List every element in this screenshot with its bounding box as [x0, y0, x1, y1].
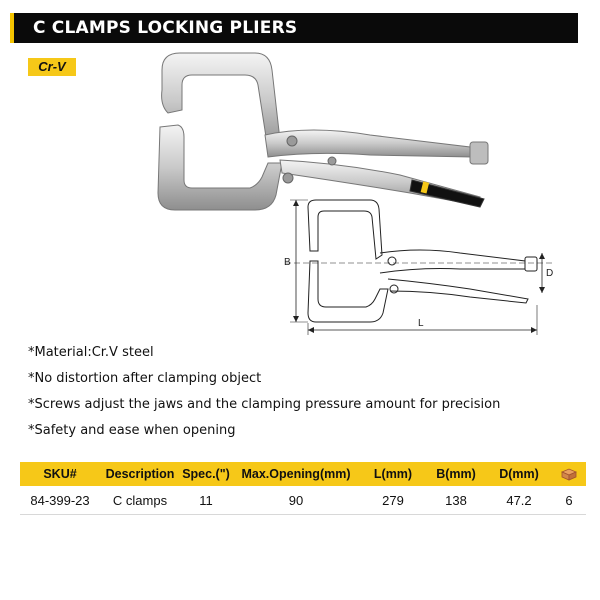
cell-description: C clamps — [112, 492, 168, 508]
label-b: B — [284, 257, 291, 268]
table-header-row: SKU# Description Spec.(") Max.Opening(mm… — [20, 462, 586, 486]
header-b: B(mm) — [436, 467, 476, 481]
cell-sku: 84-399-23 — [30, 492, 90, 508]
adjust-screw — [469, 141, 489, 165]
label-d: D — [546, 268, 553, 279]
rivet — [327, 156, 337, 166]
title-bar: C CLAMPS LOCKING PLIERS — [10, 13, 578, 43]
cell-spec: 11 — [199, 492, 213, 508]
feature-item: *No distortion after clamping object — [28, 371, 262, 386]
material-badge: Cr-V — [28, 58, 76, 76]
lever-stripe — [420, 181, 430, 194]
label-l: L — [418, 318, 424, 329]
header-l: L(mm) — [373, 467, 413, 481]
cell-b: 138 — [445, 492, 467, 508]
header-spec: Spec.(") — [182, 467, 230, 481]
header-pack — [552, 467, 586, 482]
header-description: Description — [105, 467, 175, 481]
c-frame-lower — [157, 124, 283, 211]
header-max-opening: Max.Opening(mm) — [241, 467, 351, 481]
feature-item: *Safety and ease when opening — [28, 423, 236, 438]
product-photo — [157, 52, 489, 211]
cell-l: 279 — [382, 492, 404, 508]
page-title: C CLAMPS LOCKING PLIERS — [33, 18, 298, 38]
pack-icon — [561, 468, 577, 481]
header-sku: SKU# — [43, 467, 77, 481]
rivet — [282, 172, 294, 184]
spec-table: SKU# Description Spec.(") Max.Opening(mm… — [20, 462, 586, 515]
header-d: D(mm) — [499, 467, 539, 481]
feature-item: *Screws adjust the jaws and the clamping… — [28, 397, 501, 412]
cell-max-opening: 90 — [288, 492, 304, 508]
release-lever — [409, 179, 485, 208]
table-row: 84-399-23 C clamps 11 90 279 138 47.2 6 — [20, 486, 586, 515]
feature-item: *Material:Cr.V steel — [28, 345, 154, 360]
feature-list: *Material:Cr.V steel *No distortion afte… — [28, 340, 500, 444]
cell-pack: 6 — [565, 492, 573, 508]
rivet — [286, 135, 298, 147]
dimension-diagram: B L D — [284, 199, 555, 335]
cell-d: 47.2 — [506, 492, 532, 508]
title-accent — [10, 13, 14, 43]
